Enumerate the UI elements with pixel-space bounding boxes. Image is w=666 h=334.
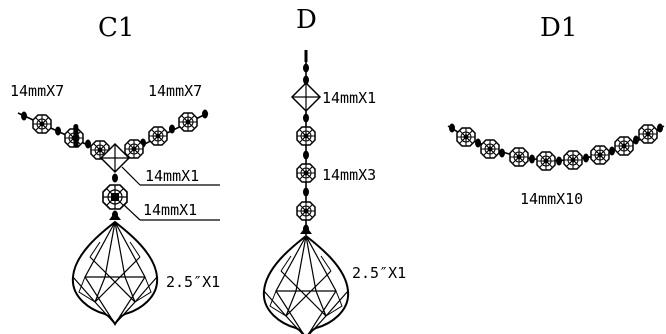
c1-label-pendant: 2.5″X1 <box>166 273 220 291</box>
d-label-pendant: 2.5″X1 <box>352 264 406 282</box>
d-label-beads: 14mmX3 <box>322 166 376 184</box>
figure-c1: C1 <box>10 13 220 325</box>
c1-label-right-strand: 14mmX7 <box>148 82 202 100</box>
figure-d1: D1 14mmX10 <box>447 13 665 208</box>
d-diamond <box>291 82 321 112</box>
figure-d: D 14mmX1 14mmX3 2.5″X1 <box>262 5 406 334</box>
c1-right-arm <box>115 109 209 159</box>
figure-title-c1: C1 <box>98 13 134 43</box>
c1-label-diamond: 14mmX1 <box>145 167 199 185</box>
d1-bead-swag <box>449 123 663 171</box>
c1-label-left-strand: 14mmX7 <box>10 82 64 100</box>
figure-title-d1: D1 <box>540 13 577 43</box>
figure-title-d: D <box>296 5 317 35</box>
d1-label-beads: 14mmX10 <box>520 190 583 208</box>
d-label-diamond: 14mmX1 <box>322 89 376 107</box>
c1-left-arm <box>17 111 117 160</box>
c1-label-bead: 14mmX1 <box>143 201 197 219</box>
d-top-hook <box>303 50 309 85</box>
